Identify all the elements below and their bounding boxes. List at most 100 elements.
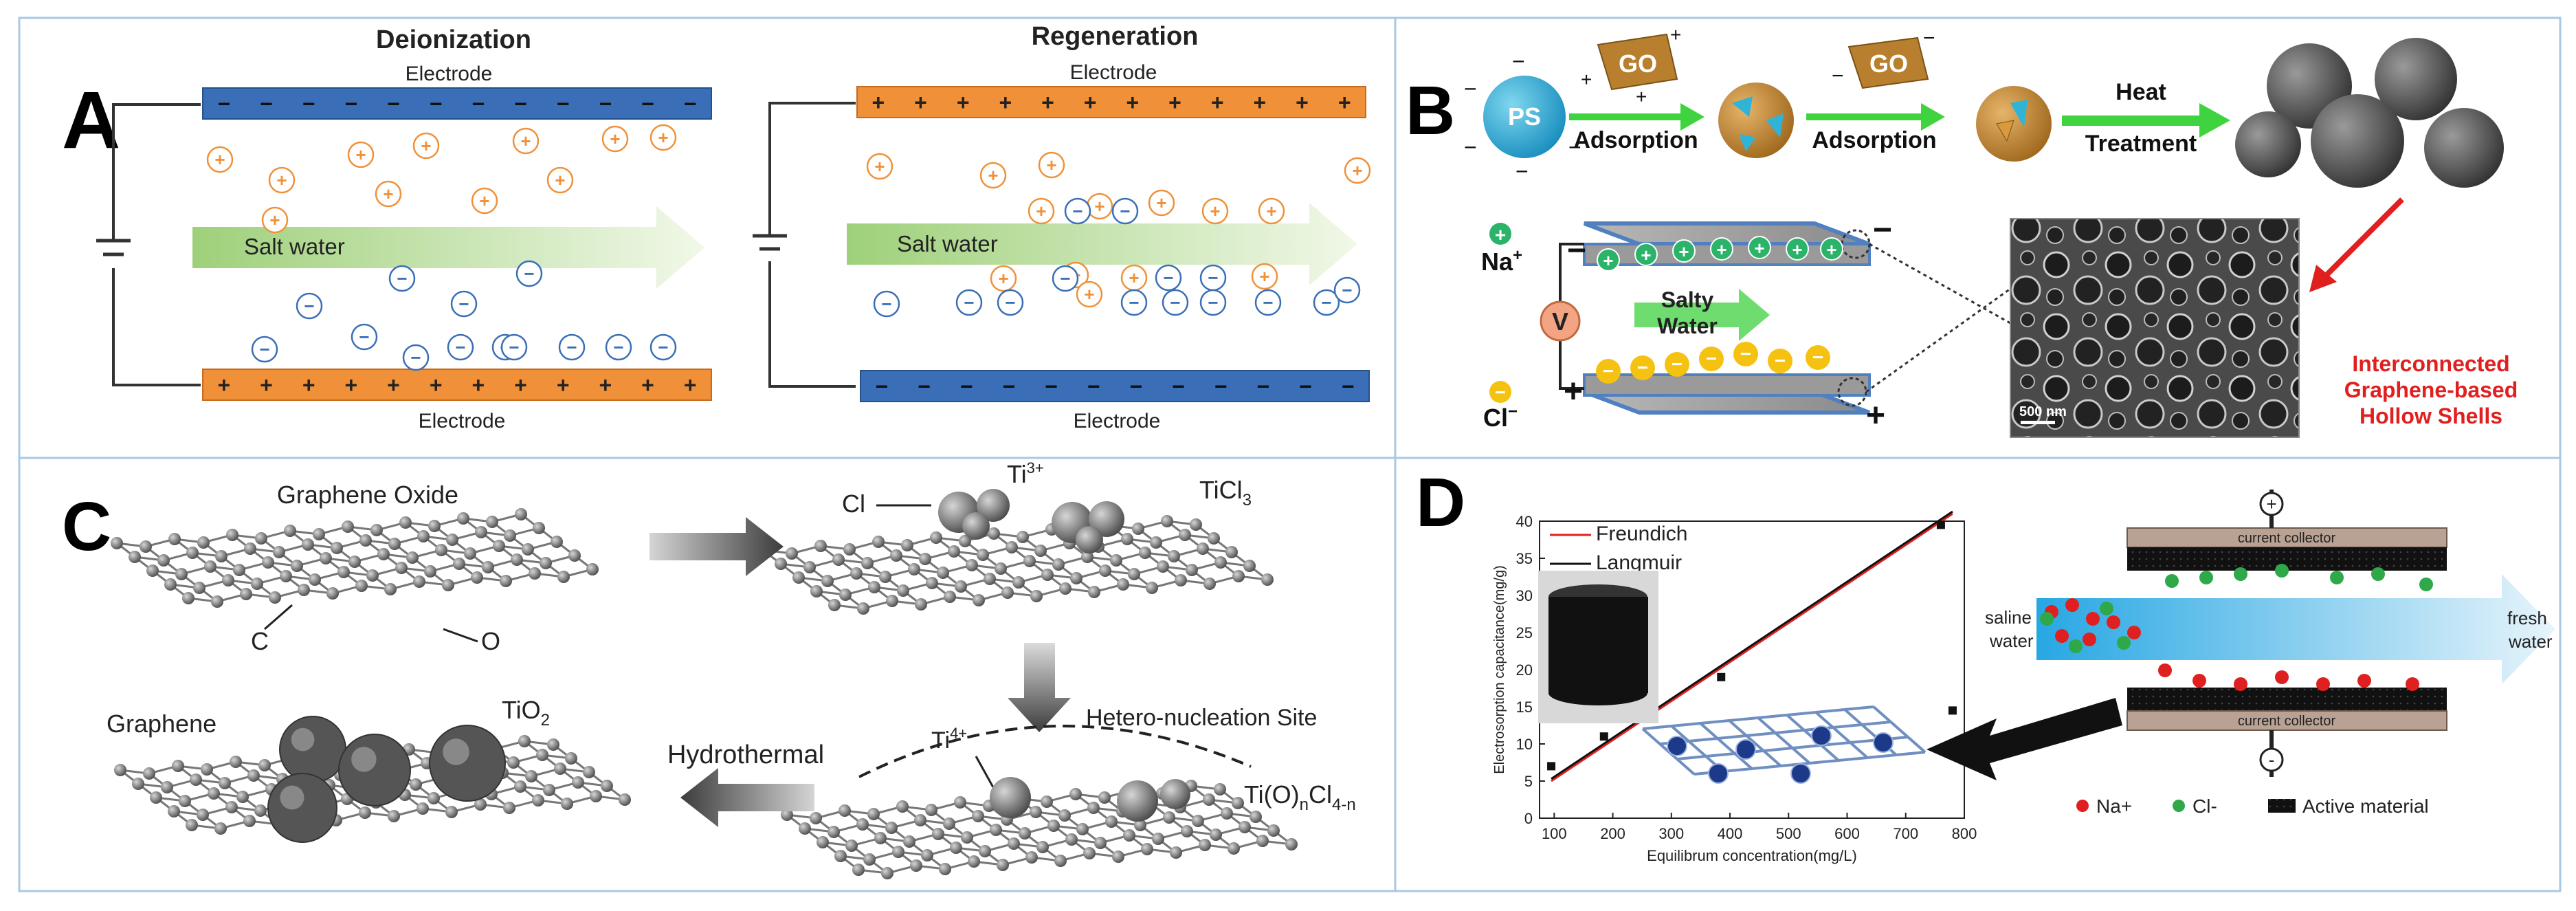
salt-water-label-regeneration: Salt water (897, 231, 998, 256)
hollow-shell-3 (2311, 94, 2404, 188)
cation (471, 187, 498, 215)
x-tick-label: 200 (1600, 825, 1625, 842)
electrode-sign: + (999, 90, 1012, 115)
carbon-atom (1052, 558, 1065, 571)
carbon-atom (168, 533, 181, 545)
green-arrow-2 (1806, 103, 1945, 131)
carbon-atom (979, 845, 991, 857)
carbon-atom (504, 529, 516, 542)
na-ion (1597, 248, 1620, 272)
anion-sign: − (1263, 292, 1273, 313)
carbon-atom (186, 547, 199, 559)
sponge-bottom (1548, 681, 1647, 705)
saline-label: saline (1985, 607, 2032, 628)
carbon-atom (937, 567, 949, 579)
cation (412, 132, 440, 160)
cl-ion-sign: − (1637, 357, 1648, 378)
tiocl-label: Ti(O)nCl4-n (1244, 780, 1356, 814)
anion (1155, 264, 1182, 292)
carbon-atom (1225, 546, 1238, 558)
network-strut (1867, 754, 1897, 759)
cation-sign: + (1036, 201, 1046, 221)
network-strut (1757, 716, 1777, 734)
carbon-atom (839, 804, 851, 817)
cation-sign: + (1084, 284, 1094, 305)
carbon-atom (413, 575, 425, 588)
carbon-atom (222, 574, 234, 586)
x-tick-label: 400 (1718, 825, 1743, 842)
carbon-atom (366, 569, 379, 582)
arrow-to-graphene (680, 768, 814, 827)
cation (979, 162, 1007, 189)
electrode-sign: + (1338, 90, 1351, 115)
panel-d-letter: D (1416, 464, 1465, 541)
carbon-atom (1168, 550, 1180, 562)
cl-ion (2419, 578, 2433, 591)
electrode-sign: + (1253, 90, 1266, 115)
carbon-atom (388, 810, 400, 822)
na-ion-sign: + (1603, 250, 1613, 271)
black-arrow (1927, 698, 2122, 780)
carbon-atom (551, 536, 563, 548)
o-arrow (443, 628, 478, 643)
carbon-atom (1285, 838, 1298, 850)
na-ion (2192, 674, 2206, 688)
electrode-sign: − (684, 91, 697, 116)
carbon-atom (1139, 547, 1151, 559)
legend-na-dot (2076, 800, 2089, 812)
ti4-label: Ti4+ (931, 725, 967, 754)
anion-sign: − (397, 268, 407, 289)
y-tick-label: 5 (1524, 773, 1533, 790)
electrode-sign: + (217, 373, 230, 397)
network-strut (1774, 732, 1794, 749)
carbon-atom (984, 573, 996, 585)
carbon-atom (968, 855, 980, 868)
anion (500, 333, 528, 361)
na-legend-ion (1489, 223, 1511, 245)
carbon-atom (157, 554, 170, 567)
carbon-atom (1132, 523, 1144, 535)
electrode-sign: − (960, 374, 973, 399)
na-ion (1748, 236, 1771, 259)
sphere2-patch-b (1996, 120, 2014, 142)
cl-ion-sign: − (1740, 343, 1751, 364)
carbon-atom (948, 545, 960, 558)
data-point (1948, 706, 1957, 715)
carbon-atom (326, 587, 339, 600)
carbon-atom (1006, 541, 1018, 553)
anion-sign: − (1005, 292, 1015, 313)
carbon-atom (129, 551, 141, 563)
electrode-sign: + (430, 373, 443, 397)
carbon-atom (1203, 793, 1215, 806)
network-strut (1814, 711, 1834, 729)
carbon-atom (302, 538, 314, 551)
panel-b-letter: B (1406, 72, 1455, 149)
network-strut (1757, 714, 1788, 719)
electrode-sign: + (1211, 90, 1224, 115)
carbon-atom (1214, 783, 1226, 795)
carbon-atom (399, 516, 412, 529)
carbon-atom (997, 859, 1009, 871)
salt-water-label-deionization: Salt water (244, 234, 345, 259)
terminal-top-sign: + (2266, 494, 2276, 514)
green-arrow-3 (2062, 103, 2230, 138)
carbon-atom (355, 580, 368, 592)
electrode-top-regeneration (856, 86, 1366, 118)
ion-group-a: +++++++++++−−−−−−−−−−−−−++++++++++++++−−… (206, 124, 1371, 371)
carbon-atom (852, 864, 865, 876)
network-strut (1791, 747, 1811, 765)
cation-sign: + (658, 127, 668, 148)
carbon-atom (417, 802, 429, 815)
anion-sign: − (1129, 292, 1139, 313)
carbon-atom (988, 527, 1000, 540)
carbon-atom (1146, 582, 1158, 594)
network-strut (1861, 721, 1891, 726)
carbon-atom (977, 549, 989, 561)
anion (351, 323, 378, 351)
carbon-atom (457, 512, 469, 525)
current-collector-top (2127, 527, 2447, 548)
carbon-atom (1161, 515, 1173, 527)
regeneration-title: Regeneration (1032, 22, 1199, 51)
electrode-sign: + (914, 90, 927, 115)
